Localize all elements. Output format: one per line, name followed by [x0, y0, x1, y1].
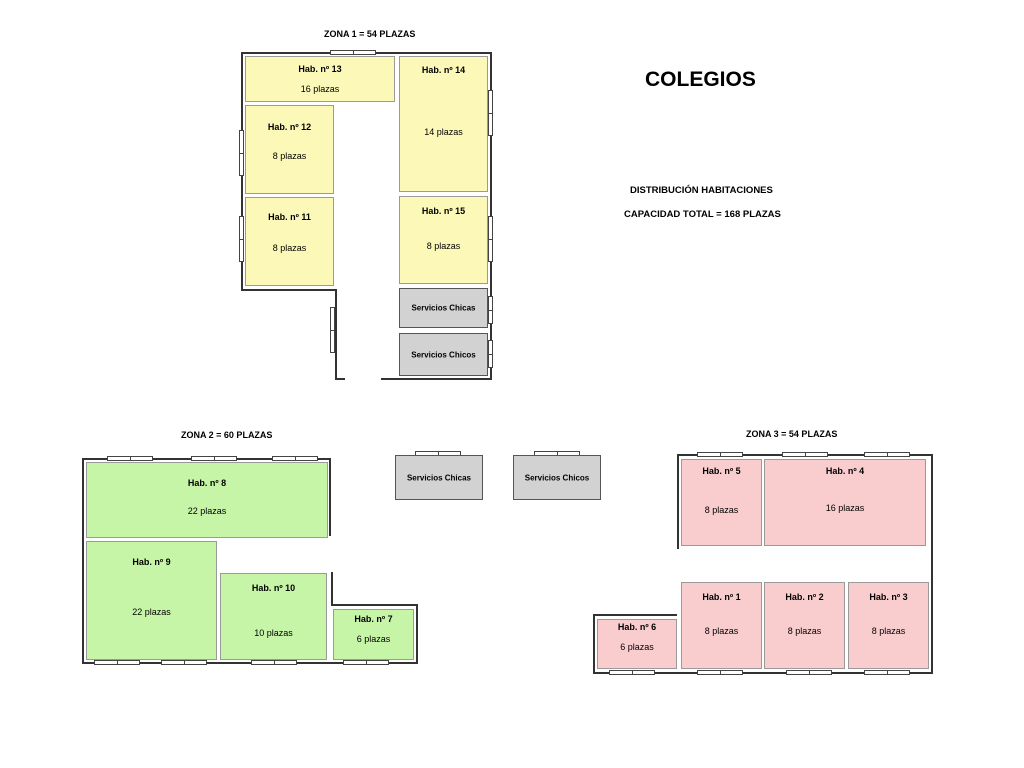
room-capacity: 10 plazas: [254, 628, 293, 638]
room-name: Hab. nº 6: [617, 622, 657, 632]
services-girls-zone-1: Servicios Chicas: [399, 288, 488, 328]
room-name: Hab. nº 9: [132, 557, 171, 567]
zone-3-label: ZONA 3 = 54 PLAZAS: [746, 429, 838, 439]
room-capacity: 8 plazas: [272, 151, 307, 161]
window: [609, 670, 655, 675]
window: [330, 307, 335, 353]
wall: [416, 604, 418, 664]
zone-2-label: ZONA 2 = 60 PLAZAS: [181, 430, 273, 440]
room-9: Hab. nº 9 22 plazas: [86, 541, 217, 660]
window: [107, 456, 153, 461]
zone-1-label: ZONA 1 = 54 PLAZAS: [324, 29, 416, 39]
room-capacity: 8 plazas: [426, 241, 461, 251]
room-12: Hab. nº 12 8 plazas: [245, 105, 334, 194]
room-name: Hab. nº 7: [354, 614, 393, 624]
services-boys-zone-1: Servicios Chicos: [399, 333, 488, 376]
room-name: Hab. nº 3: [869, 592, 908, 602]
wall: [329, 458, 331, 536]
room-2: Hab. nº 2 8 plazas: [764, 582, 845, 669]
room-capacity: 8 plazas: [704, 505, 739, 515]
room-name: Hab. nº 5: [702, 466, 741, 476]
window: [697, 452, 743, 457]
window: [782, 452, 828, 457]
window: [488, 296, 493, 324]
wall: [593, 614, 595, 674]
window: [864, 670, 910, 675]
services-label: Servicios Chicos: [524, 473, 590, 482]
window: [343, 660, 389, 665]
room-name: Hab. nº 14: [421, 65, 466, 75]
wall: [241, 289, 337, 291]
window: [697, 670, 743, 675]
room-capacity: 22 plazas: [132, 607, 171, 617]
room-capacity: 16 plazas: [825, 503, 865, 513]
wall: [331, 604, 418, 606]
window: [488, 90, 493, 136]
wall: [593, 614, 677, 616]
window: [330, 50, 376, 55]
window: [251, 660, 297, 665]
room-capacity: 8 plazas: [871, 626, 906, 636]
room-capacity: 16 plazas: [300, 84, 340, 94]
room-8: Hab. nº 8 22 plazas: [86, 462, 328, 538]
room-name: Hab. nº 12: [267, 122, 312, 132]
room-name: Hab. nº 1: [702, 592, 741, 602]
room-name: Hab. nº 15: [421, 206, 466, 216]
room-name: Hab. nº 10: [251, 583, 296, 593]
window: [786, 670, 832, 675]
room-name: Hab. nº 11: [268, 212, 311, 222]
wall: [593, 672, 933, 674]
room-6: Hab. nº 6 6 plazas: [597, 619, 677, 669]
room-5: Hab. nº 5 8 plazas: [681, 459, 762, 546]
wall: [381, 378, 492, 380]
window: [272, 456, 318, 461]
room-capacity: 22 plazas: [187, 506, 227, 516]
room-capacity: 8 plazas: [272, 243, 307, 253]
room-name: Hab. nº 2: [785, 592, 824, 602]
window: [239, 130, 244, 176]
room-name: Hab. nº 4: [825, 466, 865, 476]
room-4: Hab. nº 4 16 plazas: [764, 459, 926, 546]
room-capacity: 8 plazas: [704, 626, 739, 636]
services-label: Servicios Chicos: [411, 350, 476, 359]
room-name: Hab. nº 13: [298, 64, 342, 74]
window: [488, 340, 493, 368]
window: [161, 660, 207, 665]
room-13: Hab. nº 13 16 plazas: [245, 56, 395, 102]
room-capacity: 6 plazas: [620, 642, 654, 652]
room-name: Hab. nº 8: [187, 478, 227, 488]
wall: [677, 454, 679, 549]
window: [94, 660, 140, 665]
window: [191, 456, 237, 461]
services-label: Servicios Chicas: [411, 303, 476, 313]
services-boys-middle: Servicios Chicos: [513, 455, 601, 500]
room-11: Hab. nº 11 8 plazas: [245, 197, 334, 286]
wall: [82, 662, 418, 664]
room-capacity: 6 plazas: [356, 634, 391, 644]
room-3: Hab. nº 3 8 plazas: [848, 582, 929, 669]
services-girls-middle: Servicios Chicas: [395, 455, 483, 500]
wall: [335, 289, 337, 380]
room-10: Hab. nº 10 10 plazas: [220, 573, 327, 660]
window: [488, 216, 493, 262]
total-capacity: CAPACIDAD TOTAL = 168 PLAZAS: [624, 209, 781, 220]
services-label: Servicios Chicas: [406, 473, 472, 482]
room-14: Hab. nº 14 14 plazas: [399, 56, 488, 192]
room-capacity: 14 plazas: [424, 127, 463, 137]
wall: [331, 572, 333, 606]
wall: [335, 378, 345, 380]
window: [239, 216, 244, 262]
room-7: Hab. nº 7 6 plazas: [333, 609, 414, 660]
room-capacity: 8 plazas: [787, 626, 822, 636]
distribution-subtitle: DISTRIBUCIÓN HABITACIONES: [630, 185, 773, 196]
page-title: COLEGIOS: [645, 68, 756, 91]
window: [864, 452, 910, 457]
wall: [82, 458, 84, 664]
room-15: Hab. nº 15 8 plazas: [399, 196, 488, 284]
room-1: Hab. nº 1 8 plazas: [681, 582, 762, 669]
wall: [931, 454, 933, 674]
